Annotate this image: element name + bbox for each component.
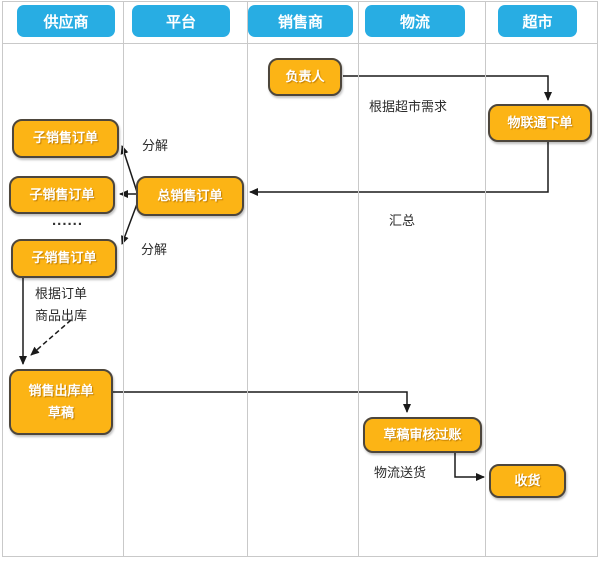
grid-border-bottom xyxy=(2,556,598,557)
grid-line-header-row xyxy=(2,43,598,44)
arrow-audit-to-receive-goods xyxy=(454,453,485,481)
lane-header-logistics: 物流 xyxy=(365,5,465,37)
node-label-line1: 销售出库单 xyxy=(28,382,94,398)
arrow-outbound-draft-to-audit xyxy=(113,391,411,413)
grid-line-col-4-5 xyxy=(485,1,486,557)
label-decompose-top: 分解 xyxy=(142,138,169,153)
node-label: 子销售订单 xyxy=(32,130,98,146)
lane-header-label: 物流 xyxy=(399,13,430,31)
lane-header-supermarket: 超市 xyxy=(498,5,577,37)
node-label: 收货 xyxy=(514,472,541,488)
node-label: 草稿审核过账 xyxy=(383,426,462,442)
node-sub-order-3: 子销售订单 xyxy=(11,239,117,278)
node-label: 总销售订单 xyxy=(157,187,223,203)
node-total-order: 总销售订单 xyxy=(136,176,244,216)
node-receive-goods: 收货 xyxy=(489,464,566,498)
arrow-dashed-goods-outbound xyxy=(30,319,72,356)
label-goods-outbound: 商品出库 xyxy=(35,308,88,323)
label-summarize: 汇总 xyxy=(389,213,416,228)
node-outbound-draft: 销售出库单 草稿 xyxy=(9,369,113,435)
lane-header-label: 平台 xyxy=(165,13,196,31)
node-label: 子销售订单 xyxy=(31,250,97,266)
arrow-total-to-sub-order-1 xyxy=(120,145,138,193)
lane-header-label: 超市 xyxy=(522,13,553,31)
label-logistics-delivery: 物流送货 xyxy=(374,465,427,480)
grid-line-col-2-3 xyxy=(247,1,248,557)
node-sub-order-2: 子销售订单 xyxy=(9,176,115,214)
node-label: 子销售订单 xyxy=(29,186,95,202)
label-per-order: 根据订单 xyxy=(35,286,88,301)
grid-border-right xyxy=(597,1,598,557)
arrow-total-to-sub-order-3 xyxy=(121,203,138,245)
lane-header-label: 供应商 xyxy=(43,13,89,31)
node-wlt-order: 物联通下单 xyxy=(488,104,592,142)
grid-border-left xyxy=(2,1,3,557)
label-per-supermarket-demand: 根据超市需求 xyxy=(369,99,448,114)
lane-header-supplier: 供应商 xyxy=(17,5,115,37)
label-decompose-bottom: 分解 xyxy=(141,242,168,257)
node-draft-audit-post: 草稿审核过账 xyxy=(363,417,482,453)
node-person-in-charge: 负责人 xyxy=(268,58,342,96)
lane-header-seller: 销售商 xyxy=(248,5,353,37)
grid-line-col-3-4 xyxy=(358,1,359,557)
lane-header-label: 销售商 xyxy=(277,13,323,31)
grid-border-top xyxy=(2,1,598,2)
node-label-line2: 草稿 xyxy=(47,405,74,420)
label-ellipsis: ...... xyxy=(52,212,84,229)
node-label: 负责人 xyxy=(285,68,325,84)
arrow-wlt-order-to-total-order xyxy=(249,142,549,196)
lane-header-platform: 平台 xyxy=(132,5,230,37)
grid-line-col-1-2 xyxy=(123,1,124,557)
node-label: 物联通下单 xyxy=(507,114,573,130)
node-sub-order-1: 子销售订单 xyxy=(12,119,119,158)
